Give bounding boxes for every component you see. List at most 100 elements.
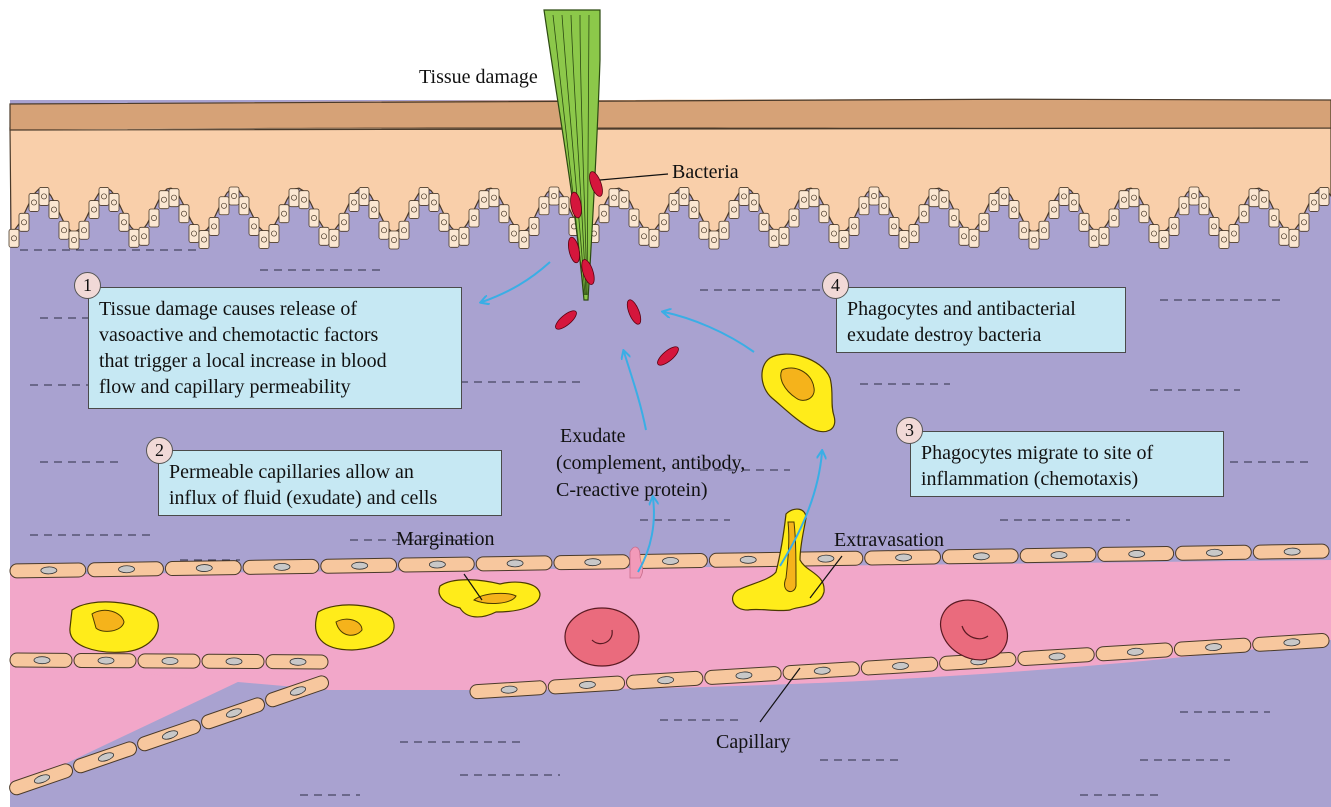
epithelial-cell: [539, 197, 549, 215]
step-4-line: Phagocytes and antibacterial: [847, 296, 1115, 322]
endothelial-nucleus: [34, 657, 50, 664]
epithelial-cell: [1299, 213, 1309, 231]
step-2-line: influx of fluid (exudate) and cells: [169, 485, 491, 511]
label-exudate: Exudate: [560, 424, 626, 448]
endothelial-nucleus: [98, 657, 114, 664]
skin-surface: [10, 99, 1331, 130]
epithelial-cell: [69, 231, 79, 249]
epithelial-cell: [1269, 209, 1279, 227]
endothelial-nucleus: [507, 560, 523, 567]
step-3-number: 3: [896, 417, 923, 444]
epithelial-cell: [489, 189, 499, 207]
epithelial-cell: [809, 189, 819, 207]
epithelial-cell: [59, 221, 69, 239]
epithelial-cell: [1089, 229, 1099, 247]
epithelial-cell: [989, 193, 999, 211]
epithelial-cell: [1249, 189, 1259, 207]
step-4-box: Phagocytes and antibacterial exudate des…: [836, 287, 1126, 353]
epithelial-cell: [259, 231, 269, 249]
epithelial-cell: [329, 229, 339, 247]
epithelial-cell: [709, 231, 719, 249]
epithelial-cell: [399, 221, 409, 239]
epithelial-cell: [779, 227, 789, 245]
epithelial-cell: [559, 197, 569, 215]
epithelial-cell: [1029, 231, 1039, 249]
step-3-line: inflammation (chemotaxis): [921, 466, 1213, 492]
epithelial-cell: [599, 205, 609, 223]
epithelial-cell: [959, 227, 969, 245]
label-margination: Margination: [396, 527, 495, 551]
epithelial-cell: [169, 189, 179, 207]
epithelial-cell: [639, 227, 649, 245]
epithelial-cell: [519, 231, 529, 249]
epithelial-cell: [1119, 191, 1129, 209]
epithelial-cell: [249, 217, 259, 235]
epithelial-cell: [1019, 221, 1029, 239]
epithelial-cell: [629, 209, 639, 227]
epithelial-cell: [499, 205, 509, 223]
epithelial-cell: [1079, 213, 1089, 231]
step-1-number: 1: [74, 272, 101, 299]
epithelial-cell: [179, 205, 189, 223]
epithelial-cell: [409, 201, 419, 219]
endothelial-nucleus: [896, 554, 912, 561]
epithelial-cell: [139, 227, 149, 245]
epithelial-cell: [729, 201, 739, 219]
epithelial-cell: [319, 227, 329, 245]
epithelial-cell: [949, 209, 959, 227]
epithelial-cell: [109, 193, 119, 211]
epithelial-cell: [469, 209, 479, 227]
epithelial-cell: [689, 201, 699, 219]
epithelial-cell: [899, 231, 909, 249]
step-1-line: flow and capillary permeability: [99, 374, 451, 400]
epithelial-cell: [879, 197, 889, 215]
epithelial-cell: [1219, 231, 1229, 249]
epithelial-cell: [199, 231, 209, 249]
epithelial-cell: [939, 191, 949, 209]
step-2-number: 2: [146, 437, 173, 464]
epithelial-cell: [19, 213, 29, 231]
epithelial-cell: [379, 221, 389, 239]
epithelial-cell: [49, 201, 59, 219]
epithelial-cell: [669, 193, 679, 211]
epithelial-cell: [1189, 187, 1199, 205]
endothelial-nucleus: [1284, 548, 1300, 555]
endothelial-nucleus: [1051, 551, 1067, 558]
endothelial-nucleus: [274, 563, 290, 570]
epithelial-cell: [1229, 225, 1239, 243]
epithelial-cell: [429, 193, 439, 211]
epithelial-cell: [349, 193, 359, 211]
endothelial-nucleus: [1129, 550, 1145, 557]
epithelial-cell: [1129, 189, 1139, 207]
epithelial-cell: [1109, 209, 1119, 227]
label-bacteria: Bacteria: [672, 160, 739, 184]
endothelial-nucleus: [162, 657, 178, 664]
step-4-line: exudate destroy bacteria: [847, 322, 1115, 348]
epithelial-cell: [719, 221, 729, 239]
epithelial-cell: [929, 189, 939, 207]
epithelial-cell: [209, 217, 219, 235]
epithelial-cell: [619, 191, 629, 209]
epithelial-cell: [649, 229, 659, 247]
epithelial-cell: [999, 187, 1009, 205]
epithelial-cell: [29, 193, 39, 211]
epithelial-cell: [369, 201, 379, 219]
epithelial-cell: [869, 187, 879, 205]
endothelial-nucleus: [973, 553, 989, 560]
epithelial-cell: [339, 213, 349, 231]
epithelial-cell: [659, 213, 669, 231]
epithelial-cell: [79, 221, 89, 239]
step-1-box: Tissue damage causes release of vasoacti…: [88, 287, 462, 409]
epithelial-cell: [909, 225, 919, 243]
epithelial-cell: [1199, 197, 1209, 215]
epithelial-cell: [509, 225, 519, 243]
endothelial-nucleus: [119, 566, 135, 573]
endothelial-nucleus: [226, 658, 242, 665]
epithelial-cell: [819, 205, 829, 223]
endothelial-nucleus: [290, 658, 306, 665]
epithelial-cell: [129, 229, 139, 247]
epithelial-cell: [279, 205, 289, 223]
epithelial-cell: [849, 217, 859, 235]
epithelial-cell: [189, 225, 199, 243]
epithelial-cell: [439, 213, 449, 231]
